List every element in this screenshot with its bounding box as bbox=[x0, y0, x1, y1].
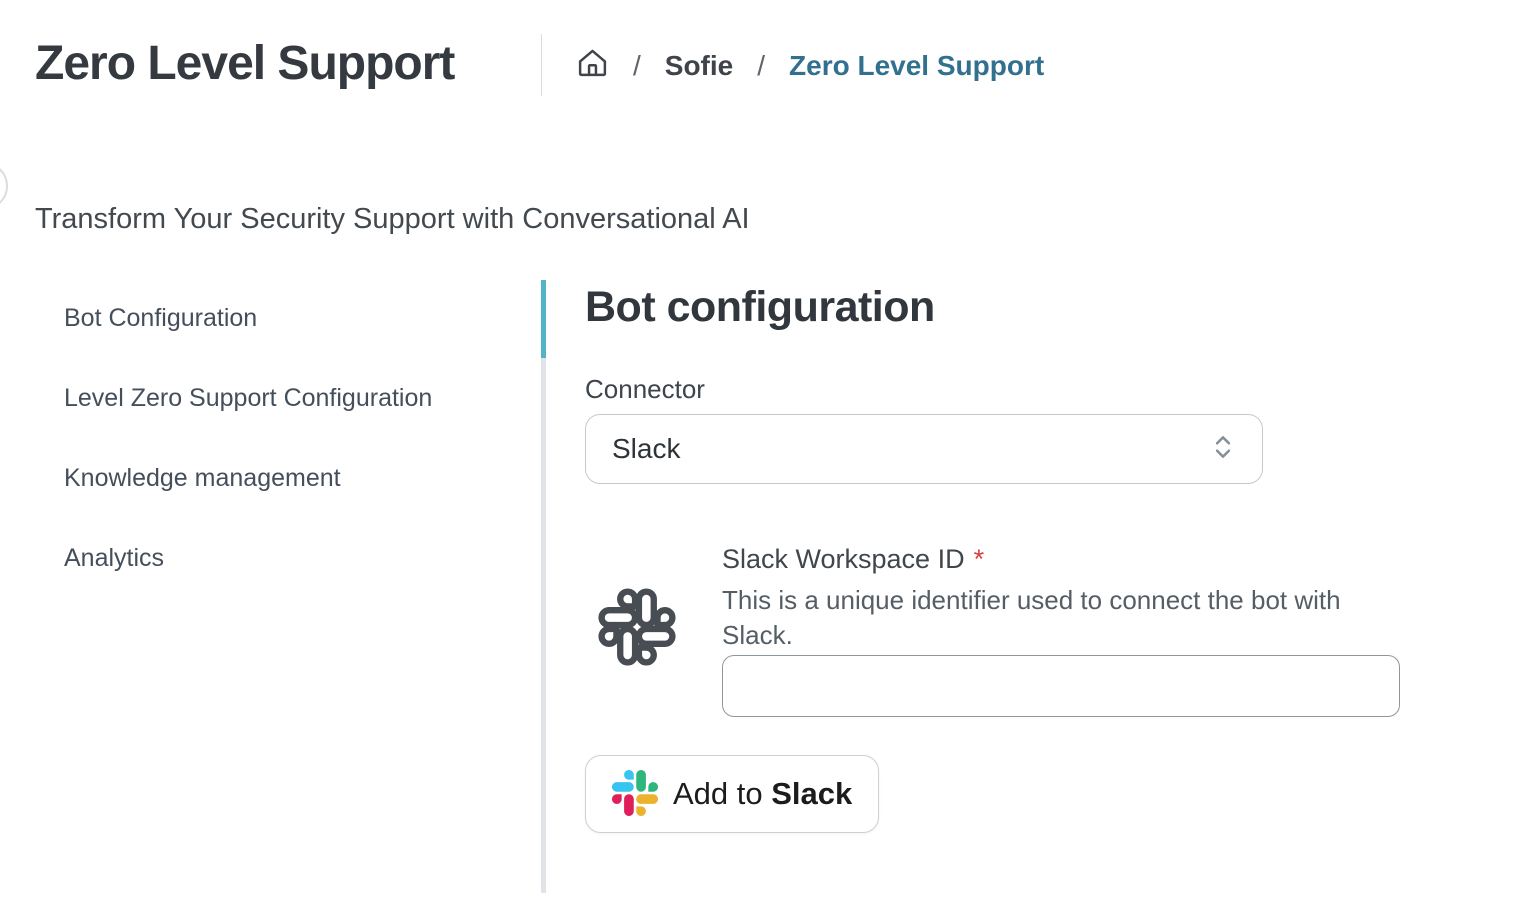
workspace-id-label-text: Slack Workspace ID bbox=[722, 544, 965, 574]
header-divider bbox=[541, 34, 542, 96]
add-to-slack-label: Add to Slack bbox=[673, 776, 852, 812]
slack-logo-color-icon bbox=[612, 769, 658, 819]
add-to-slack-button[interactable]: Add to Slack bbox=[585, 755, 880, 833]
breadcrumb-home[interactable] bbox=[576, 46, 609, 86]
side-nav: Bot Configuration Level Zero Support Con… bbox=[64, 278, 524, 598]
breadcrumb-item-current[interactable]: Zero Level Support bbox=[789, 50, 1045, 81]
sidebar-item-knowledge-management[interactable]: Knowledge management bbox=[64, 463, 341, 492]
breadcrumb-separator: / bbox=[633, 50, 641, 81]
section-heading: Bot configuration bbox=[585, 283, 935, 331]
add-to-slack-brand: Slack bbox=[771, 776, 853, 811]
sidebar-item-analytics[interactable]: Analytics bbox=[64, 543, 165, 572]
nav-divider-rail bbox=[541, 280, 546, 893]
page-title: Zero Level Support bbox=[35, 37, 455, 90]
slack-logo-mono-icon bbox=[597, 587, 677, 667]
connector-select-value: Slack bbox=[612, 433, 681, 464]
workspace-id-help-text: This is a unique identifier used to conn… bbox=[722, 585, 1341, 650]
workspace-id-label: Slack Workspace ID * bbox=[722, 544, 984, 575]
sidebar-item-level-zero-support-configuration[interactable]: Level Zero Support Configuration bbox=[64, 383, 433, 412]
breadcrumb-separator: / bbox=[757, 50, 766, 81]
breadcrumb-item-sofie[interactable]: Sofie bbox=[664, 50, 734, 81]
breadcrumb: / Sofie / Zero Level Support bbox=[576, 44, 1044, 88]
connector-label: Connector bbox=[585, 374, 705, 404]
required-asterisk: * bbox=[973, 544, 985, 574]
connector-select[interactable]: Slack bbox=[585, 414, 1263, 484]
nav-active-indicator bbox=[541, 280, 546, 358]
add-to-slack-prefix: Add to bbox=[673, 776, 772, 811]
workspace-id-input[interactable] bbox=[722, 655, 1400, 717]
sidebar-item-bot-configuration[interactable]: Bot Configuration bbox=[64, 303, 258, 332]
drawer-handle-button[interactable] bbox=[0, 162, 8, 210]
updown-chevron-icon bbox=[1210, 431, 1236, 468]
page-subtitle: Transform Your Security Support with Con… bbox=[35, 203, 750, 235]
home-icon bbox=[576, 46, 609, 86]
